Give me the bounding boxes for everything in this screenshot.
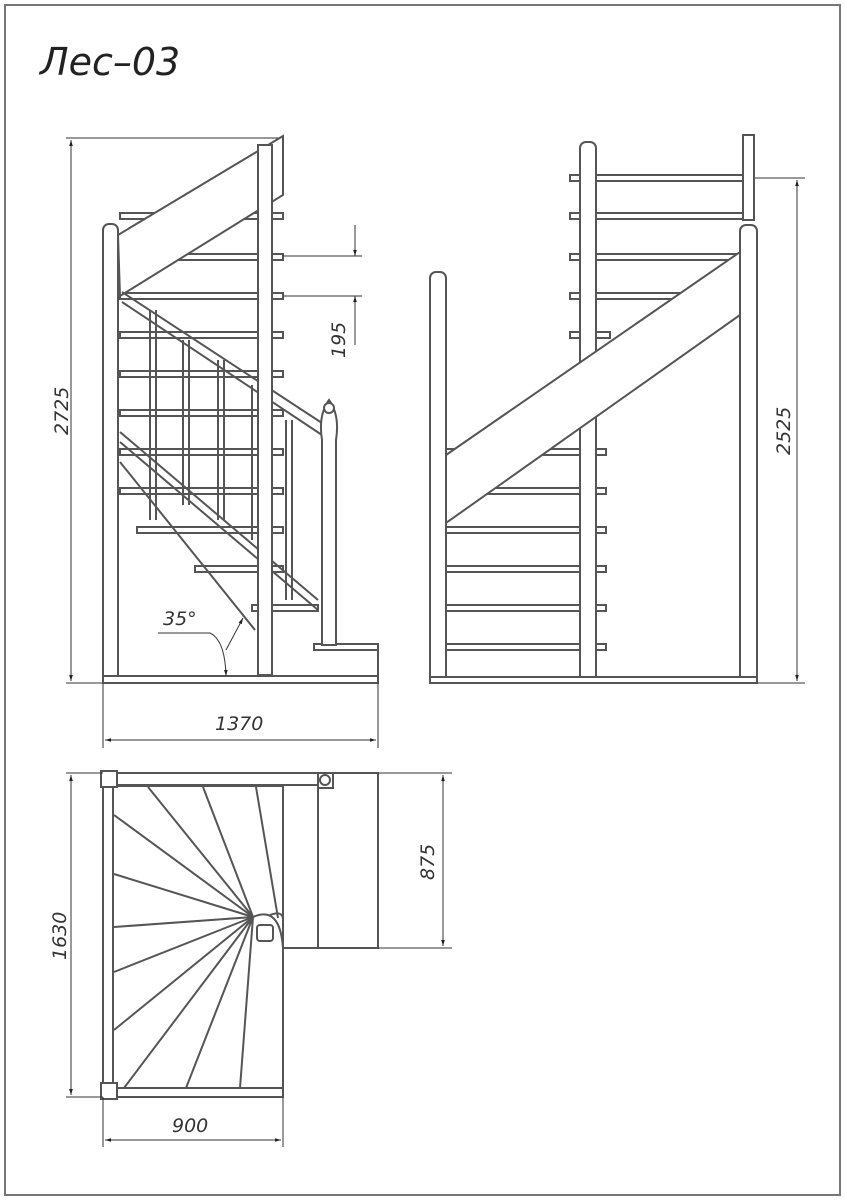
side-view-left: 2725 xyxy=(51,134,379,748)
post-round xyxy=(319,774,331,786)
left-post xyxy=(429,271,447,684)
top-rail xyxy=(102,772,334,786)
center-post xyxy=(256,924,274,942)
post-square xyxy=(100,770,118,788)
stringer xyxy=(445,250,741,525)
post-square xyxy=(100,1082,118,1100)
center-post xyxy=(257,144,273,676)
side-view-right: 2525 xyxy=(429,134,805,684)
floor-line xyxy=(429,676,758,684)
bottom-rail xyxy=(112,1087,284,1098)
side-rail xyxy=(102,784,114,1091)
width-dimension-label: 900 xyxy=(172,1115,208,1137)
winder-lines xyxy=(113,786,279,1089)
plan-view: 1630 875 900 xyxy=(49,770,452,1147)
landing-dimension-label: 875 xyxy=(417,844,439,880)
landing xyxy=(282,772,379,949)
upper-stringer xyxy=(116,134,284,298)
riser-dimension-label: 195 xyxy=(328,322,350,358)
newel-post xyxy=(319,398,339,646)
depth-dimension-label: 1630 xyxy=(49,912,71,960)
floor-line xyxy=(102,675,379,684)
left-post xyxy=(102,223,119,684)
drawing-title: Лес–03 xyxy=(38,40,180,84)
height-dimension-label: 2725 xyxy=(51,387,73,435)
angle-label: 35° xyxy=(163,608,197,630)
treads xyxy=(119,212,379,651)
height-dimension-label: 2525 xyxy=(773,407,795,455)
width-dimension-label: 1370 xyxy=(215,713,263,735)
upper-post xyxy=(742,134,755,221)
sheet-frame xyxy=(4,4,841,1196)
right-post xyxy=(739,224,758,684)
